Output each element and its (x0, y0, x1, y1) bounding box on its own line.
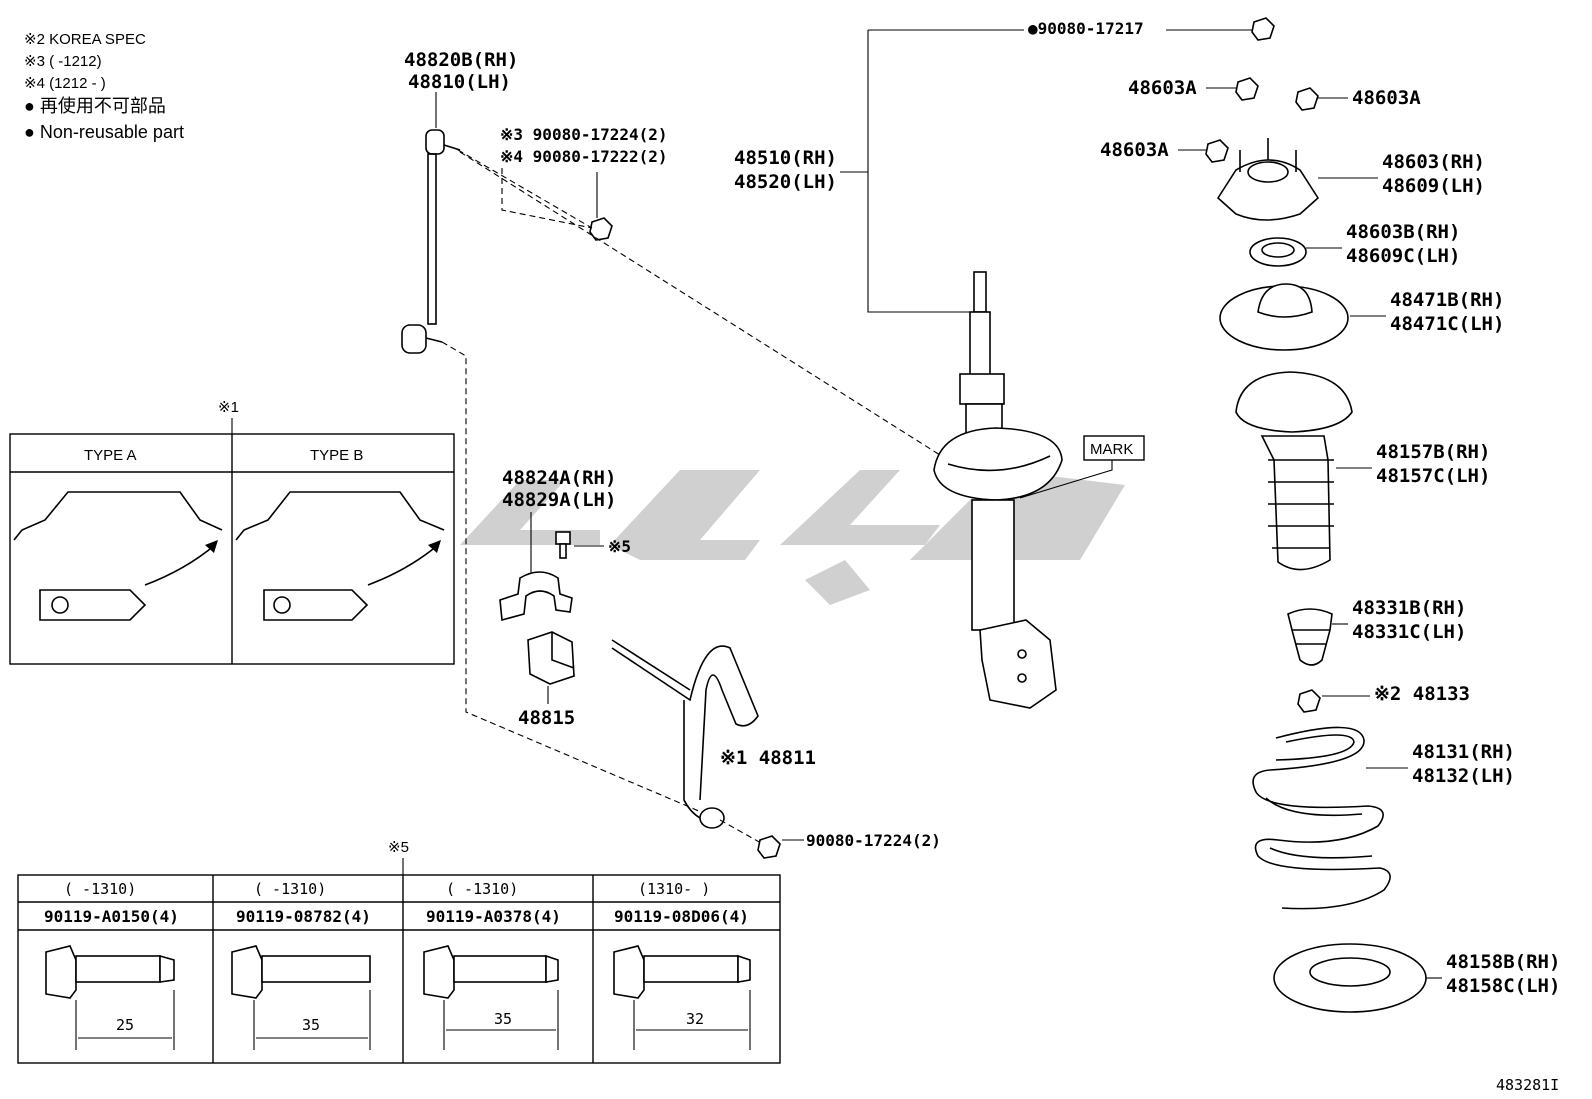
label-spring-lh: 48132(LH) (1412, 765, 1515, 787)
label-bracket-rh: 48824A(RH) (502, 467, 616, 489)
label-boot-lh: 48157C(LH) (1376, 465, 1490, 487)
nut-a3-icon (1205, 139, 1229, 163)
stabilizer-link (401, 129, 461, 354)
note-range-3: ※3 ( -1212) (24, 53, 102, 70)
label-nut-note3: ※3 90080-17224(2) (500, 125, 668, 144)
label-link-lh: 48810(LH) (408, 71, 511, 93)
bolt-col3-length: 35 (494, 1010, 512, 1028)
bolt-col1-length: 25 (116, 1016, 134, 1034)
link-nut-icon (589, 217, 613, 241)
nut-a1-icon (1235, 77, 1259, 101)
label-nut-a2: 48603A (1352, 87, 1421, 109)
label-lower-ins-lh: 48158C(LH) (1446, 975, 1560, 997)
label-bushing: 48815 (518, 707, 575, 729)
lower-insulator (1273, 943, 1427, 1013)
coil-spring (1252, 726, 1391, 910)
type-a-header: TYPE A (84, 447, 137, 464)
label-support-lh: 48609(LH) (1382, 175, 1485, 197)
bolt-col4-range: (1310- ) (638, 880, 710, 898)
watermark-logo (460, 470, 1125, 605)
bearing (1249, 237, 1307, 267)
bolt-col2-range: ( -1310) (254, 880, 326, 898)
bolt-col4-length: 32 (686, 1010, 704, 1028)
label-boot-rh: 48157B(RH) (1376, 441, 1490, 463)
label-bearing-rh: 48603B(RH) (1346, 221, 1460, 243)
label-spring-nut: ※2 48133 (1374, 683, 1470, 705)
label-link-rh: 48820B(RH) (404, 49, 518, 71)
bolt-col3-range: ( -1310) (446, 880, 518, 898)
type-b-header: TYPE B (310, 447, 363, 464)
label-seat-lh: 48471C(LH) (1390, 313, 1504, 335)
note-korea-spec: ※2 KOREA SPEC (24, 31, 146, 48)
bolt-col1-range: ( -1310) (64, 880, 136, 898)
label-nut-a1: 48603A (1128, 77, 1197, 99)
label-bumper-rh: 48331B(RH) (1352, 597, 1466, 619)
bolt-col2-length: 35 (302, 1016, 320, 1034)
bolt-drawing-4 (613, 945, 751, 1050)
note-non-reusable-en: ● Non-reusable part (24, 122, 184, 142)
label-mark: MARK (1090, 441, 1133, 458)
type-b-illustration (235, 491, 445, 621)
stabilizer-bar (611, 639, 759, 829)
bolt-col3-part: 90119-A0378(4) (426, 907, 561, 926)
bushing-icon (527, 631, 575, 685)
bolt-drawing-2 (231, 945, 371, 1050)
strut-support (1216, 138, 1320, 221)
type-a-illustration (13, 491, 223, 621)
label-stabilizer: ※1 48811 (720, 747, 816, 769)
note-range-4: ※4 (1212 - ) (24, 75, 106, 92)
bracket-icon (499, 571, 573, 622)
note-non-reusable-jp: ● 再使用不可部品 (24, 96, 166, 116)
shock-absorber (933, 271, 1063, 709)
bolt-icon (555, 531, 571, 559)
label-support-rh: 48603(RH) (1382, 151, 1485, 173)
bolt-col2-part: 90119-08782(4) (236, 907, 371, 926)
type-table-marker: ※1 (218, 399, 239, 416)
spring-nut-icon (1297, 689, 1321, 713)
bolt-table-marker: ※5 (388, 839, 409, 856)
label-spring-rh: 48131(RH) (1412, 741, 1515, 763)
label-bumper-lh: 48331C(LH) (1352, 621, 1466, 643)
label-stab-nut: 90080-17224(2) (806, 831, 941, 850)
bolt-drawing-3 (423, 945, 559, 1050)
label-bracket-lh: 48829A(LH) (502, 489, 616, 511)
label-strut-rh: 48510(RH) (734, 147, 837, 169)
bolt-col4-part: 90119-08D06(4) (614, 907, 749, 926)
label-nut-a3: 48603A (1100, 139, 1169, 161)
dust-boot (1235, 371, 1353, 571)
label-nut-note4: ※4 90080-17222(2) (500, 147, 668, 166)
label-bearing-lh: 48609C(LH) (1346, 245, 1460, 267)
figure-id: 483281I (1496, 1076, 1559, 1094)
label-lower-ins-rh: 48158B(RH) (1446, 951, 1560, 973)
nut-a2-icon (1295, 87, 1319, 111)
label-seat-rh: 48471B(RH) (1390, 289, 1504, 311)
label-strut-top-nut: ●90080-17217 (1028, 19, 1144, 38)
bolt-col1-part: 90119-A0150(4) (44, 907, 179, 926)
stab-nut-icon (757, 835, 781, 859)
bolt-drawing-1 (45, 945, 175, 1050)
top-nut-icon (1251, 17, 1275, 41)
bump-stopper (1287, 608, 1333, 666)
mark-box (1083, 435, 1145, 461)
label-bolt-ref: ※5 (608, 537, 631, 556)
upper-spring-seat (1219, 283, 1349, 351)
bolt-table (17, 874, 781, 1064)
label-strut-lh: 48520(LH) (734, 171, 837, 193)
